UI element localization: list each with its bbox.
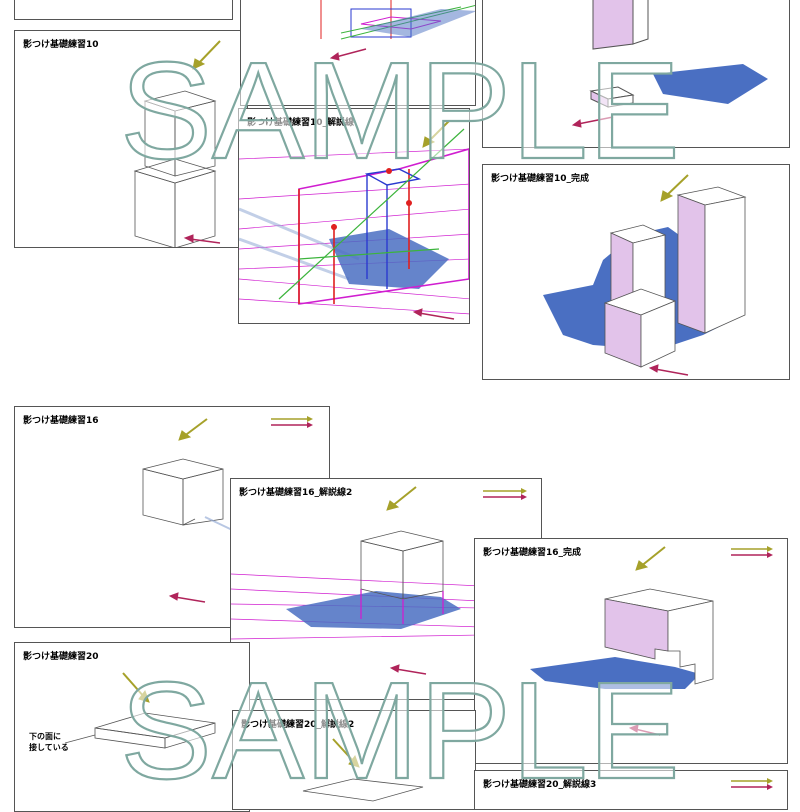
- view-direction-arrow: [183, 234, 221, 244]
- sheet-title: 影つけ基礎練習10_解説線: [247, 118, 355, 128]
- exercise-16-complete-drawing: [530, 546, 773, 736]
- light-direction-arrow: [122, 672, 150, 703]
- exercise-10-variant-drawing: [320, 0, 475, 61]
- sheet-title: 影つけ基礎練習16_完成: [483, 548, 582, 558]
- sheet-exercise-10-guide: 影つけ基礎練習10_解説線: [238, 108, 470, 324]
- sheet-exercise-20-guide: 影つけ基礎練習20_解説線2: [232, 710, 476, 810]
- light-direction-arrow: [422, 120, 450, 148]
- view-direction-arrow: [571, 116, 614, 128]
- exercise-10-drawing: [133, 40, 221, 247]
- light-direction-arrow: [635, 546, 666, 571]
- cast-shadow: [530, 657, 700, 689]
- sheet-exercise-10: 影つけ基礎練習10: [14, 30, 248, 248]
- sheet-exercise-16-complete: 影つけ基礎練習16_完成: [474, 538, 788, 764]
- legend: [731, 778, 773, 790]
- sheet-title: 影つけ基礎練習16: [23, 416, 99, 426]
- legend: [731, 546, 773, 558]
- sheet-title: 影つけ基礎練習20_解説線3: [483, 780, 597, 790]
- light-direction-arrow: [192, 40, 221, 70]
- exercise-10-complete-drawing: [543, 174, 747, 376]
- exercise-10-stage-drawing: [571, 0, 768, 128]
- contact-note: 下の面に 接している: [29, 731, 69, 753]
- tall-box: [676, 186, 747, 334]
- sheet-title: 影つけ基礎練習20_解説線2: [241, 720, 355, 730]
- contact-note-line-2: 接している: [29, 743, 69, 752]
- cast-shadow: [286, 591, 461, 629]
- light-direction-arrow: [660, 174, 689, 202]
- view-direction-arrow: [329, 48, 367, 61]
- wireframe-boxes: [133, 90, 217, 247]
- exercise-20-drawing: [64, 672, 216, 749]
- view-direction-arrow: [412, 308, 455, 320]
- sheet-exercise-10-variant: [240, 0, 476, 106]
- front-box: [603, 288, 677, 368]
- exercise-10-guide-drawing: [239, 120, 469, 320]
- contact-note-line-1: 下の面に: [29, 732, 61, 741]
- view-direction-arrow: [389, 664, 427, 675]
- step-box: [604, 588, 714, 685]
- sheet-exercise-10-complete: 影つけ基礎練習10_完成: [482, 164, 790, 380]
- light-direction-arrow: [386, 486, 417, 511]
- legend: [483, 488, 527, 500]
- legend: [271, 416, 313, 428]
- sheet-title: 影つけ基礎練習10_完成: [491, 174, 590, 184]
- sheet-exercise-20: 影つけ基礎練習20 下の面に 接している: [14, 642, 250, 812]
- view-direction-arrow: [628, 724, 661, 736]
- sheet-exercise-20-guide-3: 影つけ基礎練習20_解説線3: [474, 770, 788, 810]
- exercise-20-guide-drawing: [302, 738, 424, 802]
- sheet-exercise-10-stage: [482, 0, 790, 148]
- light-direction-arrow: [178, 418, 208, 441]
- exercise-20-guide-3-drawing: [731, 778, 773, 790]
- sheet-title: 影つけ基礎練習10: [23, 40, 99, 50]
- sheet-stub-top: [14, 0, 233, 20]
- view-direction-arrow: [648, 364, 689, 376]
- light-direction-arrow: [332, 738, 360, 768]
- view-direction-arrow: [168, 592, 206, 603]
- sheet-title: 影つけ基礎練習16_解説線2: [239, 488, 353, 498]
- cast-shadow: [329, 229, 449, 289]
- sheet-title: 影つけ基礎練習20: [23, 652, 99, 662]
